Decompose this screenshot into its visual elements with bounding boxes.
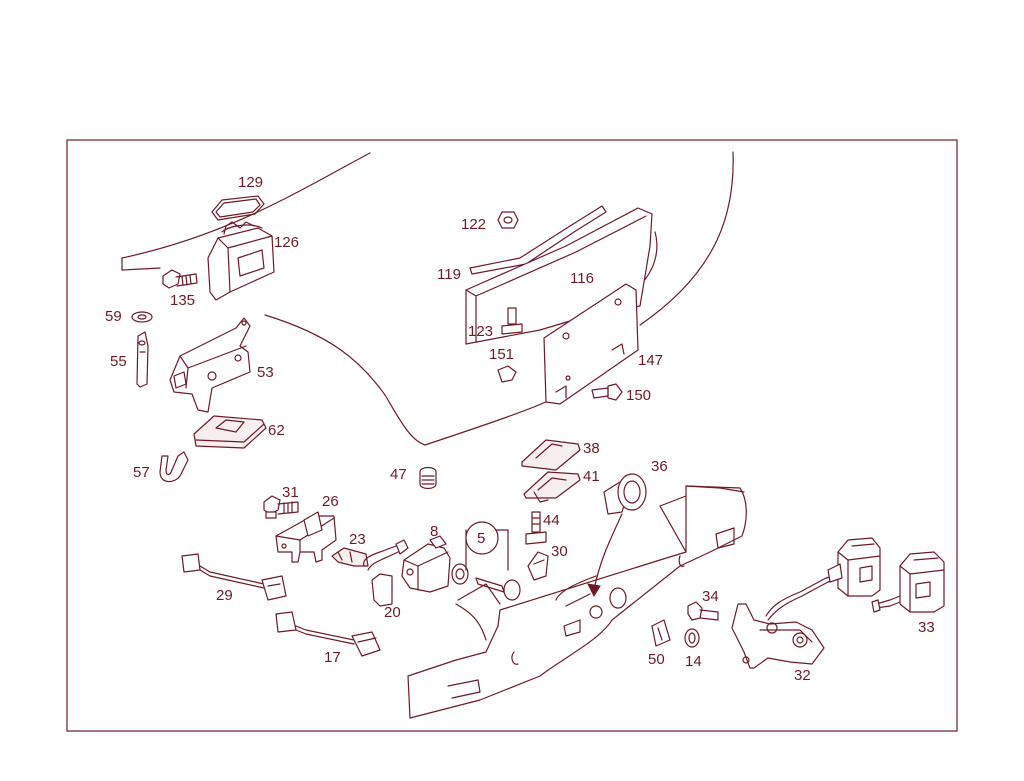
label-14: 14 <box>685 653 702 670</box>
label-41: 41 <box>583 468 600 485</box>
part-122-nut <box>497 211 519 229</box>
part-53-latch <box>169 317 251 413</box>
label-135: 135 <box>170 292 195 309</box>
part-31-screw <box>263 495 299 519</box>
part-50-clip <box>651 619 671 647</box>
part-32-lock-mechanism <box>731 573 843 669</box>
label-5: 5 <box>477 530 485 547</box>
bumper-panel <box>407 485 747 719</box>
label-30: 30 <box>551 543 568 560</box>
label-29: 29 <box>216 587 233 604</box>
part-47-bumper <box>419 466 437 490</box>
part-57-clip <box>159 451 189 483</box>
label-59: 59 <box>105 308 122 325</box>
label-20: 20 <box>384 604 401 621</box>
part-129-gasket <box>211 195 265 221</box>
label-32: 32 <box>794 667 811 684</box>
label-147: 147 <box>638 352 663 369</box>
part-123-bolt <box>501 307 523 335</box>
part-59-washer <box>131 311 153 323</box>
callout-labels: 129 126 135 59 55 53 62 57 122 119 116 1… <box>105 174 935 684</box>
label-123: 123 <box>468 323 493 340</box>
part-44-bolt <box>525 511 547 545</box>
part-14-washer <box>684 628 700 648</box>
part-36-grommet <box>603 473 647 515</box>
label-50: 50 <box>648 651 665 668</box>
part-135-screw <box>162 269 198 289</box>
label-116: 116 <box>570 270 594 287</box>
part-34-screw <box>687 601 719 621</box>
label-36: 36 <box>651 458 668 475</box>
part-119-strip <box>469 205 607 275</box>
label-26: 26 <box>322 493 339 510</box>
label-31: 31 <box>282 484 299 501</box>
part-5-key <box>465 521 521 601</box>
label-34: 34 <box>702 588 719 605</box>
part-33-actuator <box>871 551 945 613</box>
part-150-screw <box>591 383 623 401</box>
label-119: 119 <box>437 266 461 283</box>
label-150: 150 <box>626 387 651 404</box>
label-33: 33 <box>918 619 935 636</box>
part-32-actuator <box>827 537 881 597</box>
part-62-plate <box>193 415 267 449</box>
label-151: 151 <box>489 346 514 363</box>
label-126: 126 <box>274 234 299 251</box>
arrow-36 <box>587 513 623 598</box>
part-23-clip <box>331 547 369 567</box>
part-55-pin <box>136 331 149 388</box>
part-147-bracket <box>543 283 639 405</box>
label-23: 23 <box>349 531 366 548</box>
label-38: 38 <box>583 440 600 457</box>
label-44: 44 <box>543 512 560 529</box>
part-126-lock-housing <box>207 221 275 301</box>
part-151-screw <box>497 365 517 383</box>
part-26-actuator <box>275 511 337 563</box>
part-41-plate <box>523 471 581 503</box>
part-8-lock-cylinder <box>401 535 469 593</box>
label-55: 55 <box>110 353 127 370</box>
label-62: 62 <box>268 422 285 439</box>
label-47: 47 <box>390 466 407 483</box>
part-30-clip <box>527 551 549 581</box>
diagram-frame <box>66 139 958 732</box>
label-129: 129 <box>238 174 263 191</box>
part-29-cable <box>181 553 287 601</box>
label-53: 53 <box>257 364 274 381</box>
label-8: 8 <box>430 523 438 540</box>
part-17-cable <box>275 611 381 657</box>
label-122: 122 <box>461 216 486 233</box>
label-17: 17 <box>324 649 341 666</box>
label-57: 57 <box>133 464 150 481</box>
part-38-plate <box>521 439 581 471</box>
part-20-bracket <box>363 539 409 607</box>
